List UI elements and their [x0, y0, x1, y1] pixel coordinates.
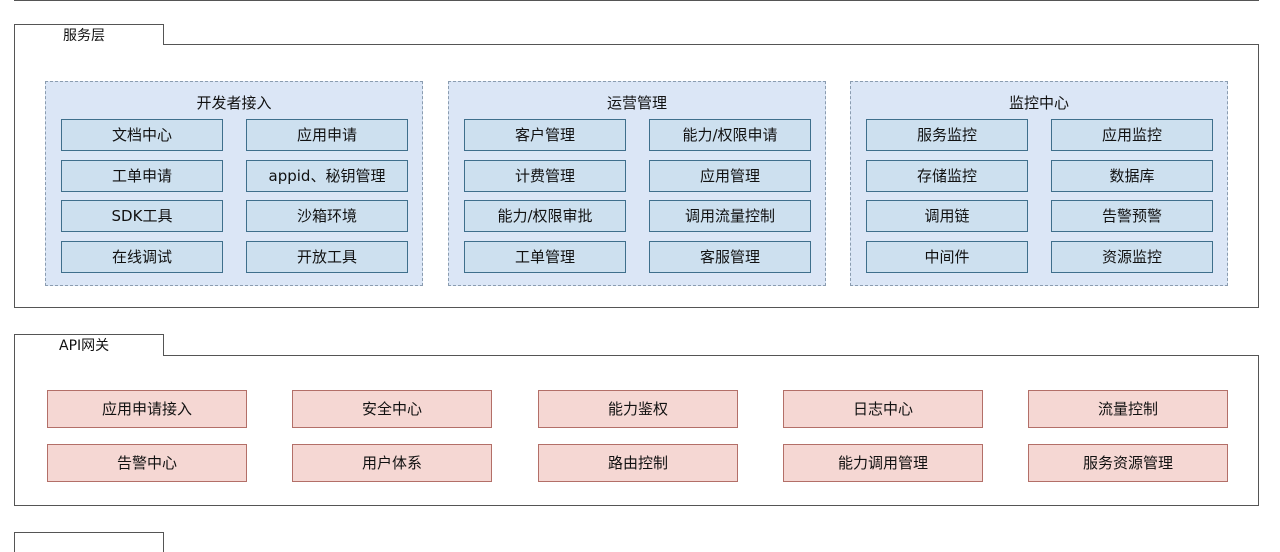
gateway-cell: 能力调用管理: [783, 444, 983, 482]
group-monitoring-center: 监控中心 服务监控 应用监控 存储监控 数据库 调用链 告警预警 中间件 资源监…: [850, 81, 1228, 286]
api-gateway-tab-label: API网关: [59, 338, 110, 354]
service-cell: 能力/权限申请: [649, 119, 811, 151]
group-operations-management: 运营管理 客户管理 能力/权限申请 计费管理 应用管理 能力/权限审批 调用流量…: [448, 81, 826, 286]
api-gateway-box: [14, 355, 1259, 506]
gateway-cell: 服务资源管理: [1028, 444, 1228, 482]
gateway-cell: 安全中心: [292, 390, 492, 428]
service-cell: 调用链: [866, 200, 1028, 232]
service-cell: 沙箱环境: [246, 200, 408, 232]
service-cell: 存储监控: [866, 160, 1028, 192]
service-layer-tab: 服务层: [14, 24, 164, 45]
service-cell: 工单管理: [464, 241, 626, 273]
gateway-cell: 应用申请接入: [47, 390, 247, 428]
service-cell: appid、秘钥管理: [246, 160, 408, 192]
gateway-cell: 能力鉴权: [538, 390, 738, 428]
service-cell: SDK工具: [61, 200, 223, 232]
service-cell: 计费管理: [464, 160, 626, 192]
gateway-cell: 用户体系: [292, 444, 492, 482]
service-cell: 应用管理: [649, 160, 811, 192]
group-title: 监控中心: [1008, 94, 1069, 112]
service-cell: 告警预警: [1051, 200, 1213, 232]
gateway-cell: 日志中心: [783, 390, 983, 428]
service-cell: 中间件: [866, 241, 1028, 273]
service-cell: 客服管理: [649, 241, 811, 273]
service-cell: 应用申请: [246, 119, 408, 151]
service-cell: 数据库: [1051, 160, 1213, 192]
api-gateway-tab: API网关: [14, 334, 164, 356]
service-cell: 资源监控: [1051, 241, 1213, 273]
service-cell: 能力/权限审批: [464, 200, 626, 232]
service-cell: 应用监控: [1051, 119, 1213, 151]
service-cell: 文档中心: [61, 119, 223, 151]
service-cell: 服务监控: [866, 119, 1028, 151]
group-developer-access: 开发者接入 文档中心 应用申请 工单申请 appid、秘钥管理 SDK工具 沙箱…: [45, 81, 423, 286]
gateway-cell: 流量控制: [1028, 390, 1228, 428]
service-layer-tab-label: 服务层: [63, 28, 105, 44]
gateway-cell: 告警中心: [47, 444, 247, 482]
top-layer-box: [14, 0, 1259, 1]
group-title: 开发者接入: [196, 94, 272, 112]
gateway-cell: 路由控制: [538, 444, 738, 482]
service-cell: 开放工具: [246, 241, 408, 273]
service-cell: 在线调试: [61, 241, 223, 273]
bottom-layer-tab: [14, 532, 164, 552]
service-cell: 客户管理: [464, 119, 626, 151]
service-cell: 调用流量控制: [649, 200, 811, 232]
group-title: 运营管理: [606, 94, 667, 112]
service-cell: 工单申请: [61, 160, 223, 192]
